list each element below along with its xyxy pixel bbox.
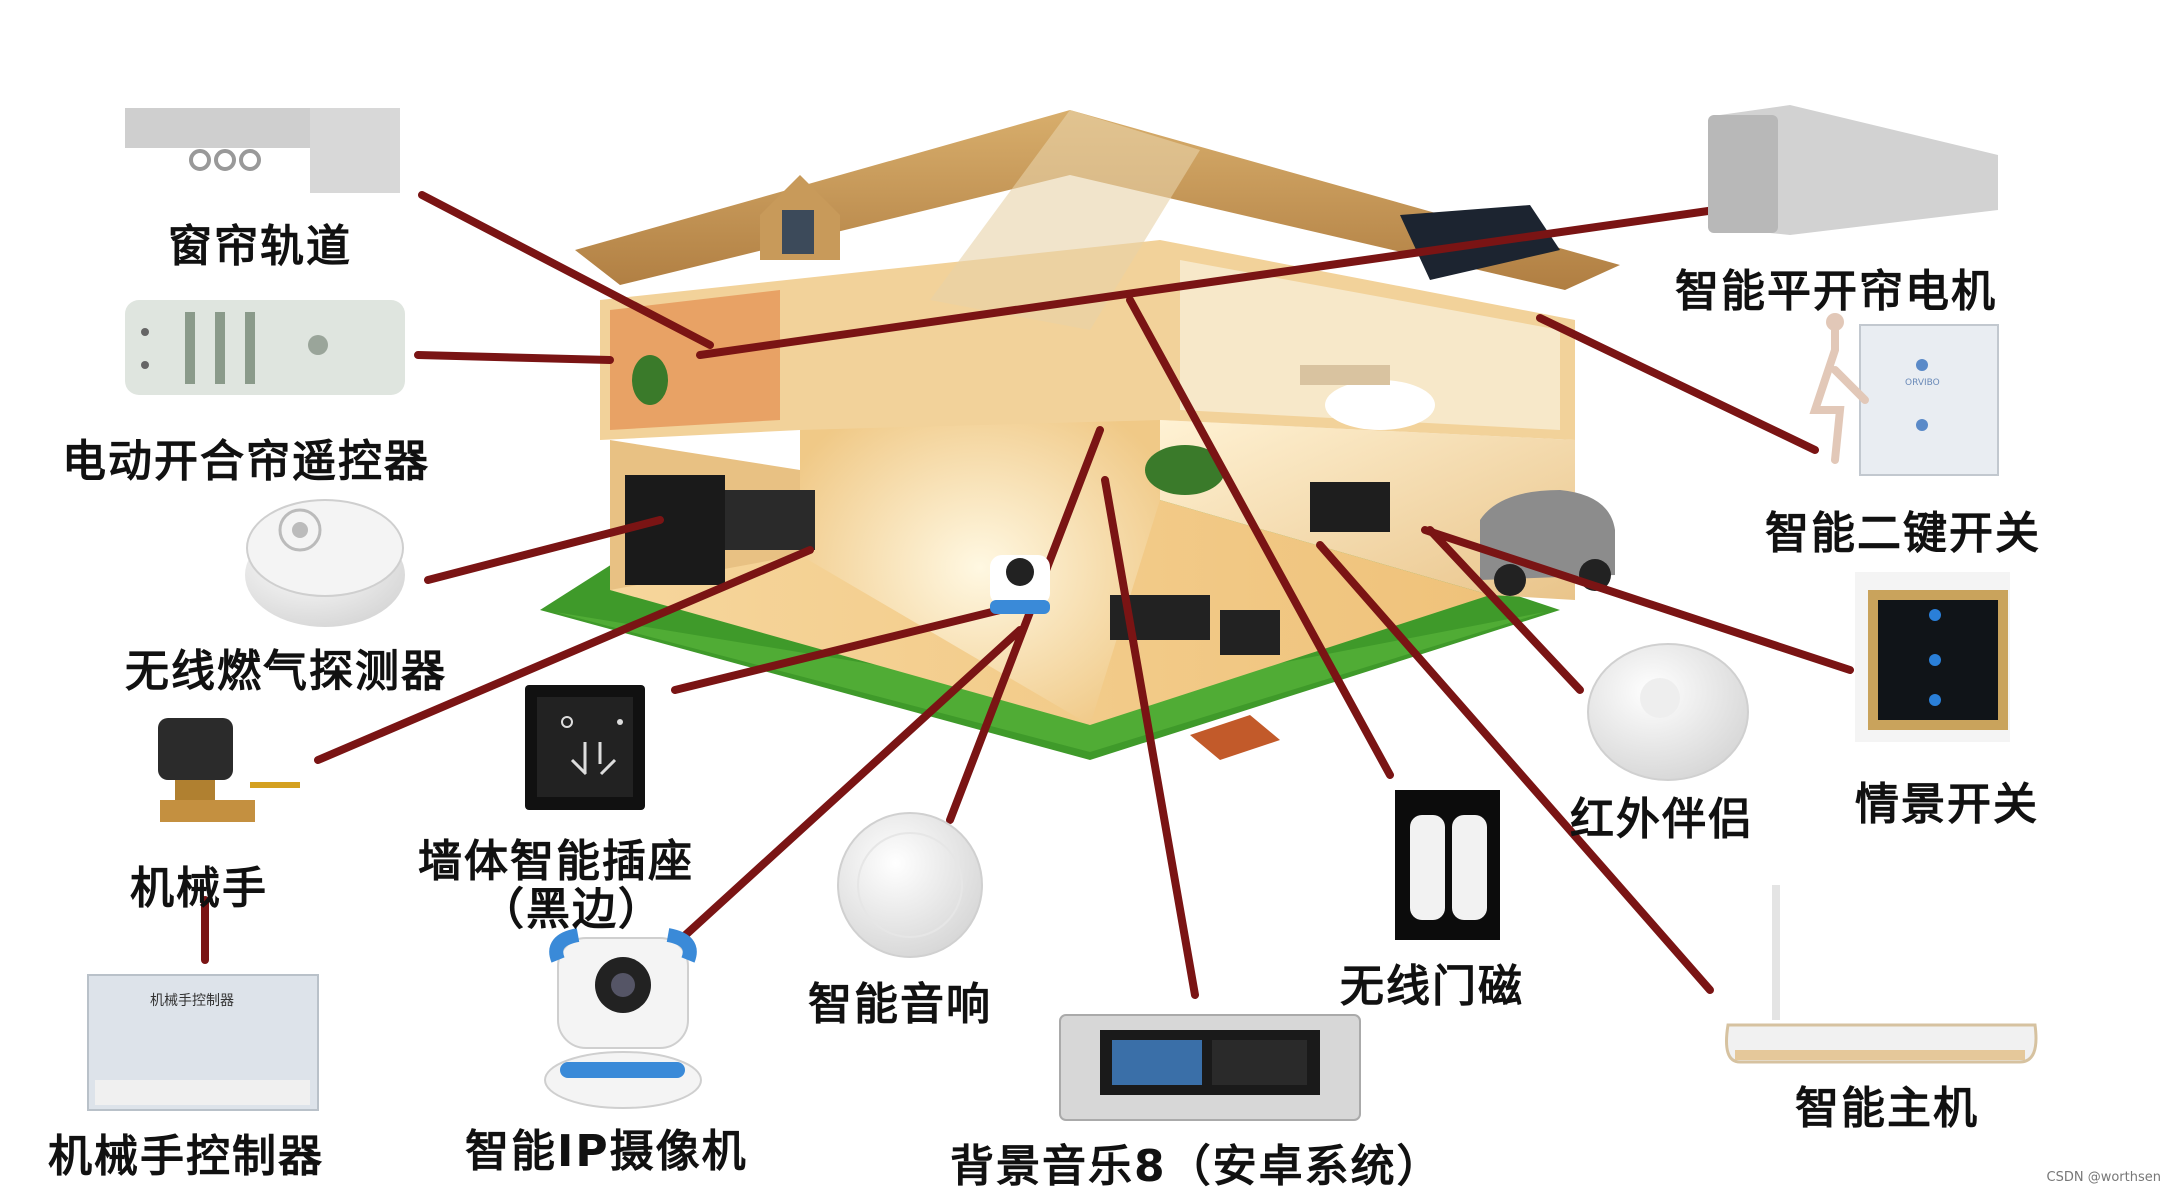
ip-camera-small-icon: [990, 555, 1050, 614]
label-ip-camera: 智能IP摄像机: [465, 1126, 748, 1177]
controller-plate-text: 机械手控制器: [150, 993, 234, 1009]
ip-camera-icon: [544, 928, 702, 1109]
connector-gas-detector: [424, 516, 664, 584]
speaker-icon: [837, 812, 983, 958]
label-wall-socket-line2: （黑边）: [480, 884, 664, 935]
connector-ir-companion: [1426, 526, 1584, 694]
connector-door-sensor: [1126, 296, 1394, 779]
label-two-key-switch: 智能二键开关: [1765, 508, 2041, 559]
connector-bg-music: [1101, 476, 1199, 999]
label-curtain-motor: 智能平开帘电机: [1675, 266, 1997, 317]
connector-two-key-switch: [1536, 314, 1819, 454]
connector-smart-speaker: [946, 426, 1104, 824]
scene-switch-icon: [1855, 572, 2010, 742]
label-ir-companion: 红外伴侣: [1570, 794, 1754, 845]
connector-curtain-remote: [414, 351, 614, 364]
two-key-switch-icon: [1809, 313, 1999, 476]
switch-brand-text: ORVIBO: [1905, 378, 1940, 388]
door-sensor-icon: [1395, 790, 1500, 940]
controller-box-icon: [87, 974, 319, 1111]
curtain-motor-icon: [1708, 105, 1998, 235]
connector-curtain-track: [418, 191, 714, 349]
connector-curtain-motor: [696, 206, 1719, 359]
label-scene-switch: 情景开关: [1855, 779, 2039, 830]
label-manipulator: 机械手: [130, 863, 268, 914]
ir-blaster-icon: [1587, 643, 1749, 781]
connector-lines: [201, 191, 1854, 999]
smart-hub-icon: [1725, 885, 2038, 1064]
house-cutaway-illustration: [540, 110, 1620, 760]
connector-manipulator: [314, 546, 814, 764]
label-curtain-remote: 电动开合帘遥控器: [62, 436, 430, 487]
gas-detector-icon: [245, 499, 405, 627]
wall-socket-icon: [525, 685, 645, 810]
valve-manipulator-icon: [158, 718, 300, 822]
label-door-sensor: 无线门磁: [1340, 961, 1524, 1012]
label-bg-music: 背景音乐8（安卓系统）: [950, 1141, 1443, 1192]
label-smart-host: 智能主机: [1795, 1083, 1979, 1134]
label-curtain-track: 窗帘轨道: [168, 221, 352, 272]
label-smart-speaker: 智能音响: [808, 979, 992, 1030]
connector-smart-host: [1316, 541, 1714, 994]
curtain-track-icon: [125, 108, 400, 193]
label-gas-detector: 无线燃气探测器: [125, 646, 447, 697]
connector-ip-camera: [676, 626, 1024, 944]
music-panel-icon: [1059, 1014, 1361, 1121]
connector-wall-socket: [671, 606, 1004, 694]
label-manipulator-controller: 机械手控制器: [48, 1131, 324, 1182]
connector-scene-switch: [1421, 526, 1854, 674]
remote-icon: [125, 300, 405, 395]
watermark: CSDN @worthsen: [2046, 1170, 2161, 1185]
label-wall-socket-line1: 墙体智能插座: [418, 836, 694, 887]
